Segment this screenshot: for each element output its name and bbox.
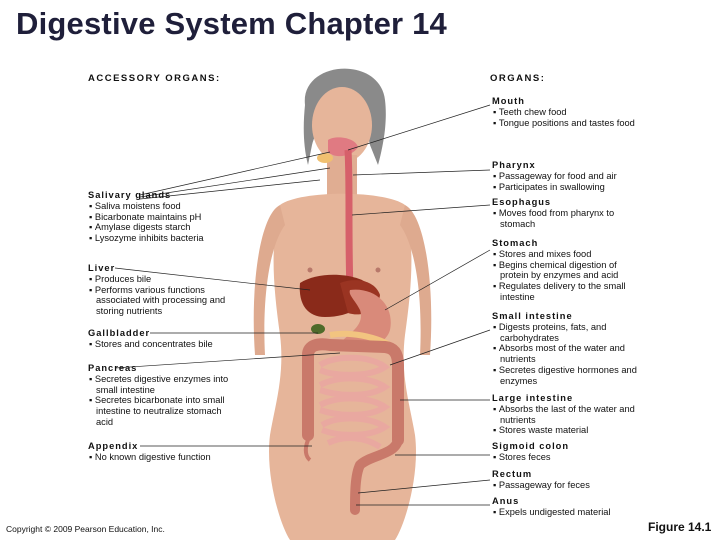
organ-name: Appendix bbox=[88, 441, 139, 451]
organ-function: Amylase digests starch bbox=[88, 222, 233, 233]
accessory-organs-header: ACCESSORY ORGANS: bbox=[88, 73, 221, 84]
organ-name: Gallbladder bbox=[88, 328, 151, 338]
appendix bbox=[303, 439, 312, 462]
organ-function: Passageway for food and air bbox=[492, 171, 642, 182]
right-arm bbox=[400, 205, 432, 355]
organ-function: Saliva moistens food bbox=[88, 201, 233, 212]
organ-function: Digests proteins, fats, and carbohydrate… bbox=[492, 322, 642, 344]
organ-function: Secretes digestive hormones and enzymes bbox=[492, 365, 642, 387]
organ-function: Lysozyme inhibits bacteria bbox=[88, 233, 233, 244]
organ-name: Anus bbox=[492, 496, 520, 506]
organ-name: Liver bbox=[88, 263, 116, 273]
neck bbox=[327, 155, 357, 195]
digestive-system-illustration bbox=[253, 68, 432, 540]
organ-function: Regulates delivery to the small intestin… bbox=[492, 281, 642, 303]
label-anus: Anus Expels undigested material bbox=[492, 496, 642, 518]
organ-function: Stores and concentrates bile bbox=[88, 339, 238, 350]
organ-function: Performs various functions associated wi… bbox=[88, 285, 233, 317]
organ-function: Stores waste material bbox=[492, 425, 642, 436]
organ-function: Begins chemical digestion of protein by … bbox=[492, 260, 642, 282]
label-small-intestine: Small intestine Digests proteins, fats, … bbox=[492, 311, 642, 387]
organ-name: Pharynx bbox=[492, 160, 536, 170]
organ-name: Salivary glands bbox=[88, 190, 172, 200]
organ-function: Bicarbonate maintains pH bbox=[88, 212, 233, 223]
label-large-intestine: Large intestine Absorbs the last of the … bbox=[492, 393, 642, 436]
label-pancreas: Pancreas Secretes digestive enzymes into… bbox=[88, 363, 233, 428]
organ-function: Passageway for feces bbox=[492, 480, 642, 491]
label-gallbladder: Gallbladder Stores and concentrates bile bbox=[88, 328, 238, 350]
label-sigmoid-colon: Sigmoid colon Stores feces bbox=[492, 441, 642, 463]
organ-name: Pancreas bbox=[88, 363, 138, 373]
organ-function: Moves food from pharynx to stomach bbox=[492, 208, 642, 230]
organ-function: Expels undigested material bbox=[492, 507, 642, 518]
label-stomach: Stomach Stores and mixes food Begins che… bbox=[492, 238, 642, 303]
organ-name: Stomach bbox=[492, 238, 539, 248]
organ-name: Large intestine bbox=[492, 393, 574, 403]
organ-function: Tongue positions and tastes food bbox=[492, 118, 642, 129]
salivary-gland bbox=[317, 153, 333, 163]
copyright-notice: Copyright © 2009 Pearson Education, Inc. bbox=[6, 524, 165, 534]
gallbladder bbox=[311, 324, 325, 334]
esophagus bbox=[344, 149, 354, 291]
figure-label: Figure 14.1 bbox=[648, 520, 712, 534]
label-pharynx: Pharynx Passageway for food and air Part… bbox=[492, 160, 642, 192]
label-salivary-glands: Salivary glands Saliva moistens food Bic… bbox=[88, 190, 233, 244]
organ-function: No known digestive function bbox=[88, 452, 238, 463]
organ-function: Participates in swallowing bbox=[492, 182, 642, 193]
organ-function: Stores feces bbox=[492, 452, 642, 463]
label-appendix: Appendix No known digestive function bbox=[88, 441, 238, 463]
organ-name: Esophagus bbox=[492, 197, 552, 207]
organ-function: Secretes digestive enzymes into small in… bbox=[88, 374, 233, 396]
label-rectum: Rectum Passageway for feces bbox=[492, 469, 642, 491]
organ-name: Rectum bbox=[492, 469, 533, 479]
organ-function: Stores and mixes food bbox=[492, 249, 642, 260]
organ-function: Absorbs most of the water and nutrients bbox=[492, 343, 642, 365]
organ-function: Teeth chew food bbox=[492, 107, 642, 118]
organs-header: ORGANS: bbox=[490, 73, 546, 84]
sigmoid-colon bbox=[350, 435, 403, 515]
organ-function: Secretes bicarbonate into small intestin… bbox=[88, 395, 233, 427]
label-mouth: Mouth Teeth chew food Tongue positions a… bbox=[492, 96, 642, 128]
organ-function: Absorbs the last of the water and nutrie… bbox=[492, 404, 642, 426]
label-liver: Liver Produces bile Performs various fun… bbox=[88, 263, 233, 317]
organ-name: Small intestine bbox=[492, 311, 573, 321]
label-esophagus: Esophagus Moves food from pharynx to sto… bbox=[492, 197, 642, 229]
organ-function: Produces bile bbox=[88, 274, 233, 285]
left-arm bbox=[253, 205, 285, 355]
organ-name: Mouth bbox=[492, 96, 525, 106]
page-title: Digestive System Chapter 14 bbox=[16, 6, 447, 41]
organ-name: Sigmoid colon bbox=[492, 441, 570, 451]
